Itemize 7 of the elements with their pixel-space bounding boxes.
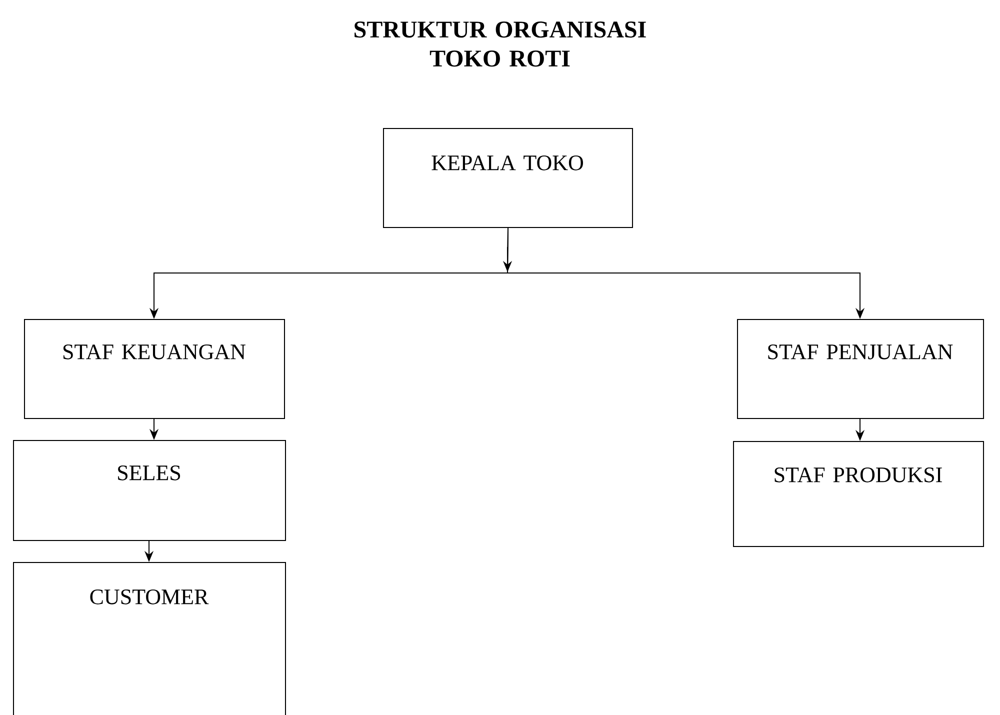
org-box: STAF PRODUKSI (733, 441, 984, 547)
org-box: KEPALA TOKO (383, 128, 633, 228)
title: STRUKTUR ORGANISASI TOKO ROTI (354, 22, 646, 67)
org-box: STAF PENJUALAN (737, 319, 984, 419)
org-box: CUSTOMER (13, 562, 286, 715)
org-box: SELES (13, 440, 286, 541)
org-box: STAF KEUANGAN (24, 319, 285, 419)
